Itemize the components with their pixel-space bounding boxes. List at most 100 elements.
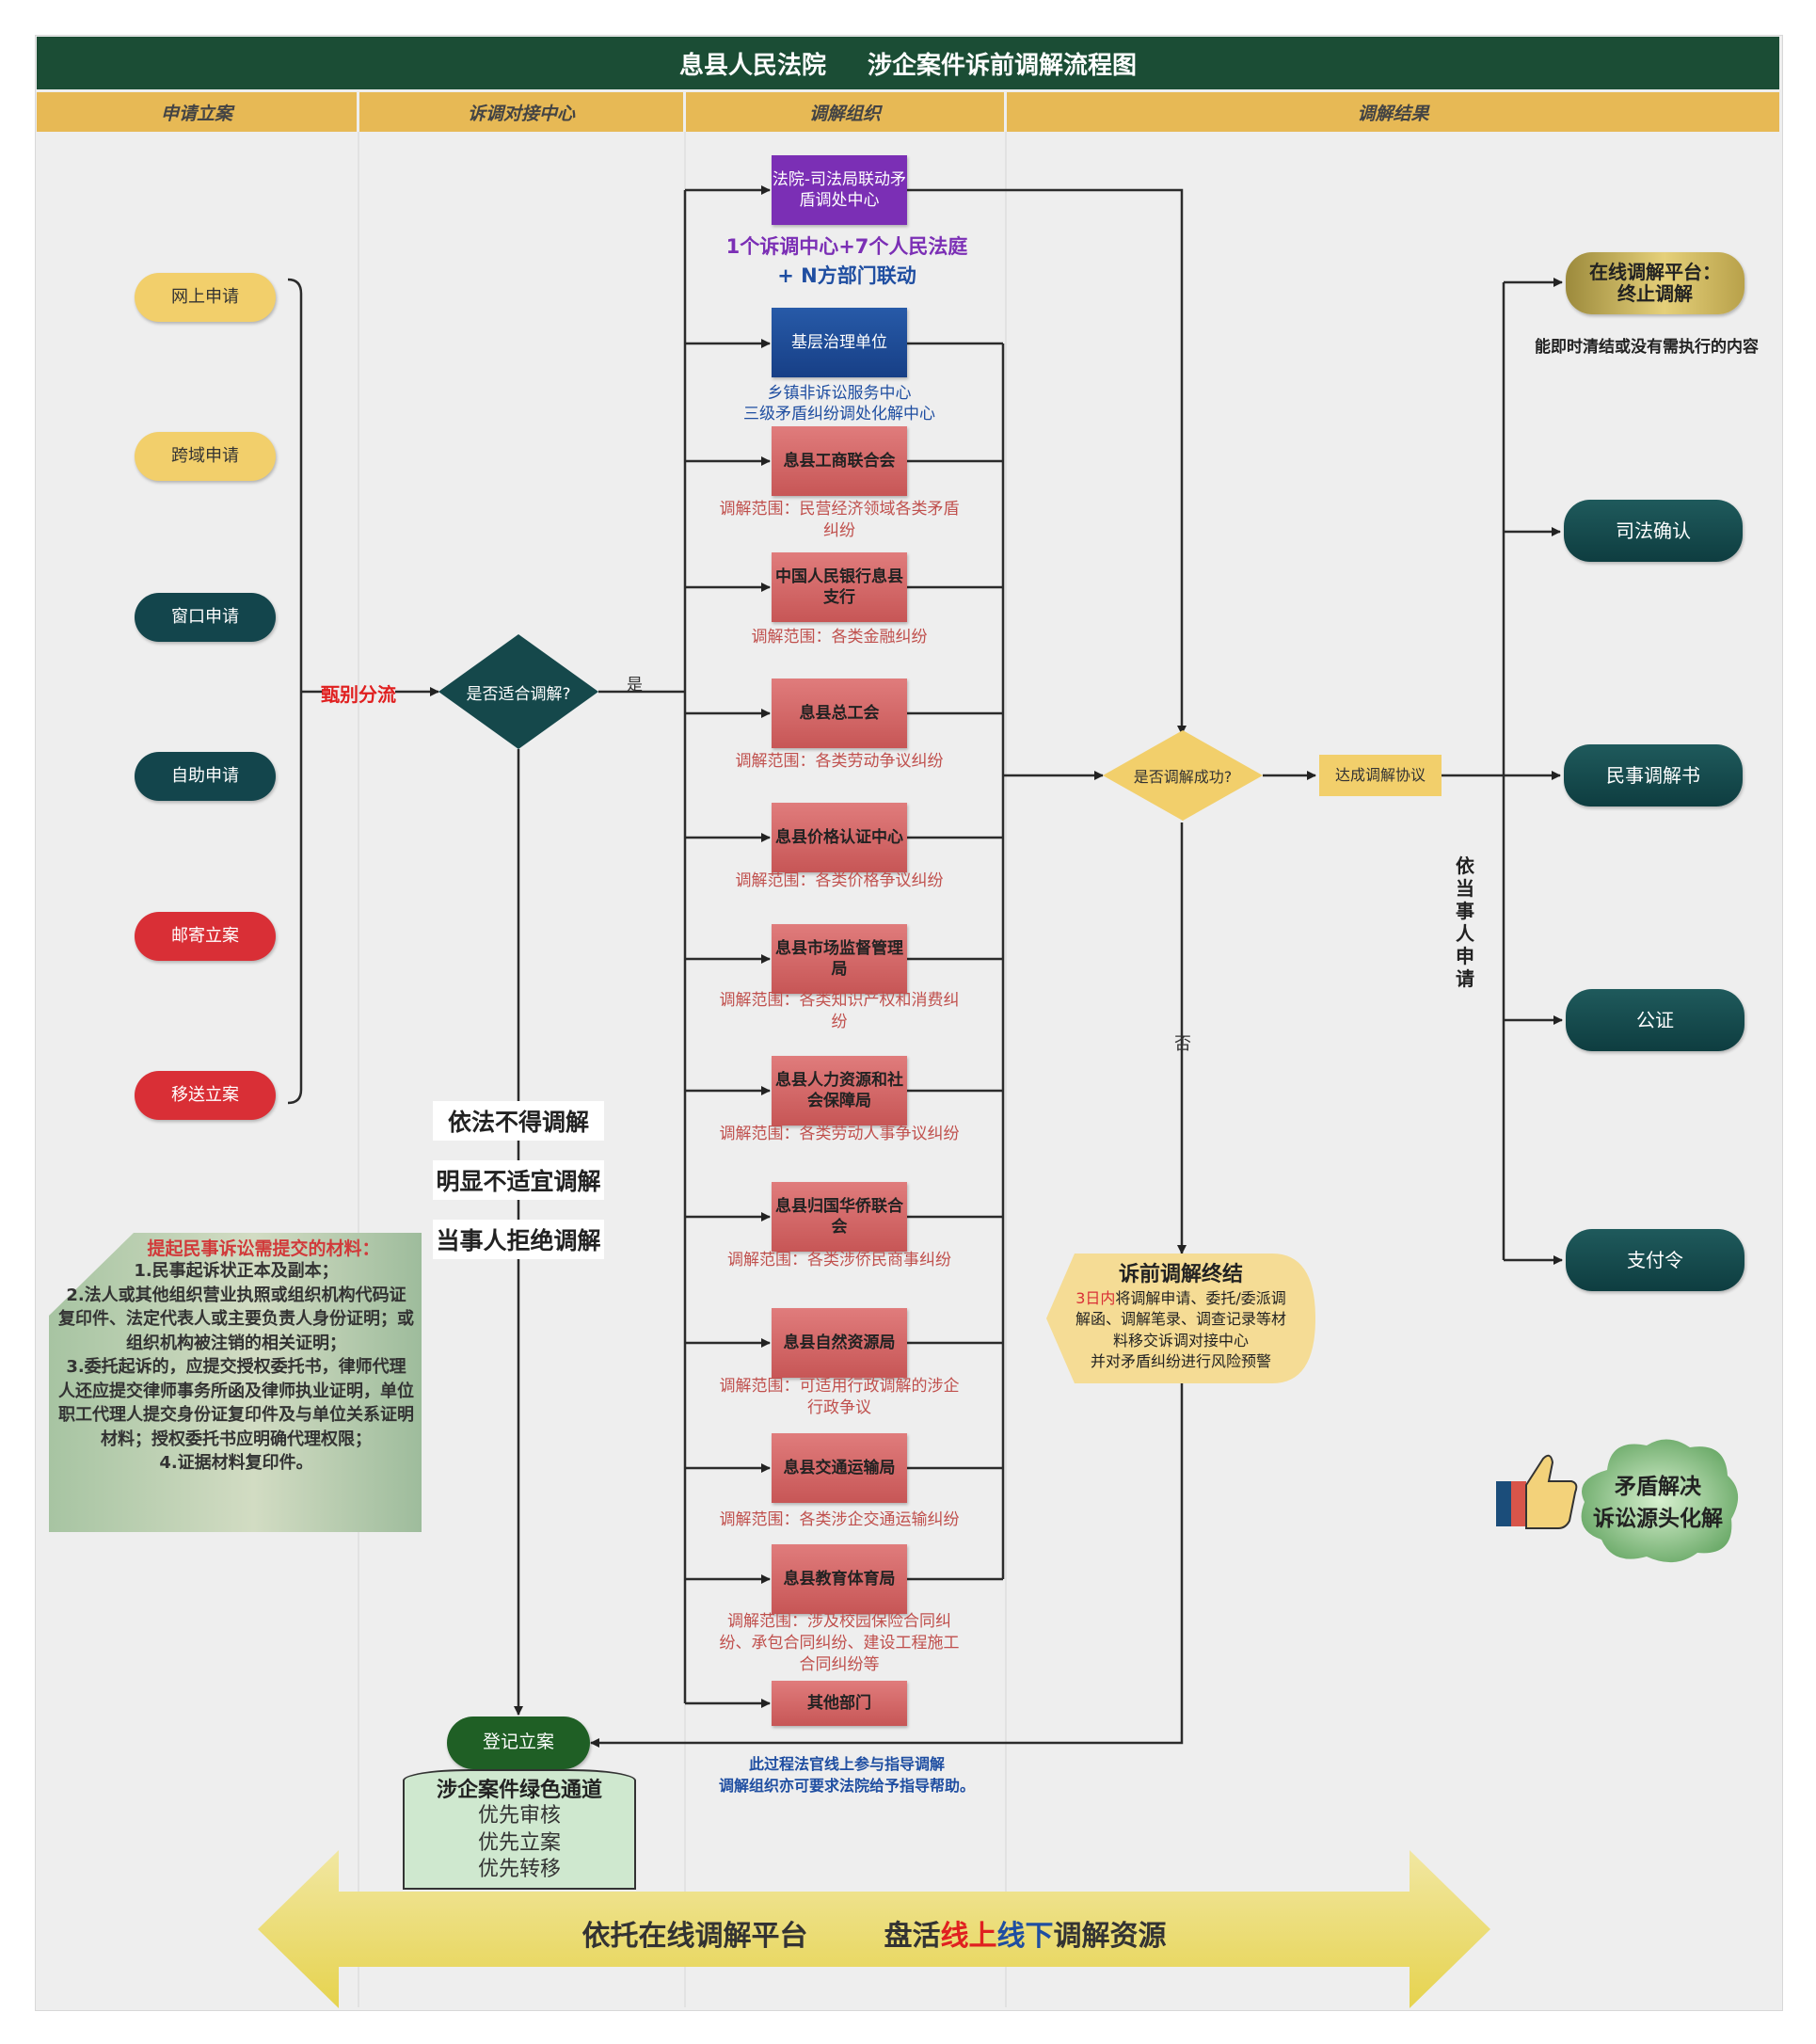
- lane-divider: [1005, 132, 1007, 2007]
- materials-item: 2.法人或其他组织营业执照或组织机构代码证复印件、法定代表人或主要负责人身份证明…: [58, 1285, 414, 1353]
- org-name: 息县总工会: [799, 703, 880, 723]
- diagram-frame: [35, 35, 1783, 2011]
- lane-results: 调解结果: [1007, 92, 1779, 132]
- termination-shape: [1046, 1254, 1315, 1383]
- not-suitable-obvious: 明显不适宜调解: [433, 1160, 604, 1200]
- org-box: 息县教育体育局: [772, 1544, 907, 1614]
- yes-label: 是: [627, 676, 643, 695]
- bottom-text-part1: 依托在线调解平台: [581, 1920, 808, 1953]
- org-scope: 调解范围：各类知识产权和消费纠纷: [719, 991, 960, 1031]
- lane-docking-center: 诉调对接中心: [359, 92, 683, 132]
- org-name: 息县自然资源局: [783, 1333, 896, 1352]
- org-box: 息县工商联合会: [772, 426, 907, 496]
- cloud-line1: 矛盾解决: [1615, 1475, 1701, 1499]
- org-box: 息县价格认证中心: [772, 803, 907, 872]
- application-bracket: [287, 278, 303, 1105]
- org-scope: 调解范围：各类金融纠纷: [751, 628, 928, 647]
- org-name: 息县价格认证中心: [775, 827, 903, 847]
- org-scope: 调解范围：各类涉侨民商事纠纷: [727, 1251, 951, 1270]
- not-suitable-legal: 依法不得调解: [433, 1101, 604, 1141]
- org-box: 息县自然资源局: [772, 1308, 907, 1378]
- cloud-shape: [1581, 1439, 1739, 1563]
- materials-item: 1.民事起诉状正本及副本；: [134, 1261, 339, 1281]
- org-name: 中国人民银行息县支行: [775, 567, 903, 607]
- org-name: 息县归国华侨联合会: [775, 1196, 903, 1237]
- agreement-box: 达成调解协议: [1319, 755, 1442, 796]
- org-name: 息县教育体育局: [783, 1569, 896, 1589]
- party-request-label: 依当事人申请: [1456, 854, 1474, 990]
- court-tagline-1: 1个诉调中心+7个人民法庭: [725, 235, 968, 258]
- lane-divider: [358, 132, 359, 2007]
- apply-transfer: 移送立案: [135, 1071, 276, 1120]
- termination-line2: 解函、调解笔录、调查记录等材: [1075, 1310, 1286, 1329]
- materials-list: 1.民事起诉状正本及副本； 2.法人或其他组织营业执照或组织机构代码证复印件、法…: [58, 1259, 414, 1476]
- org-scope: 调解范围：各类劳动人事争议纠纷: [719, 1125, 960, 1143]
- org-scope: 调解范围：各类劳动争议纠纷: [735, 752, 944, 771]
- lane-mediation-orgs: 调解组织: [686, 92, 1004, 132]
- result-notarization: 公证: [1566, 989, 1744, 1051]
- bottom-text-part2d: 调解资源: [1053, 1920, 1167, 1953]
- org-scope: 调解范围：可适用行政调解的涉企行政争议: [719, 1377, 960, 1417]
- termination-line4: 并对矛盾纠纷进行风险预警: [1090, 1352, 1271, 1371]
- org-scope: 调解范围：民营经济领域各类矛盾纠纷: [719, 500, 960, 540]
- materials-item: 3.委托起诉的，应提交授权委托书，律师代理人还应提交律师事务所函及律师执业证明，…: [58, 1357, 414, 1449]
- bottom-arrow-text: 依托在线调解平台 盘活线上线下调解资源: [258, 1912, 1490, 1954]
- org-name: 息县市场监督管理局: [775, 938, 903, 979]
- result-civil-mediation: 民事调解书: [1564, 744, 1743, 806]
- apply-window: 窗口申请: [135, 593, 276, 642]
- org-name: 息县工商联合会: [783, 451, 896, 471]
- green-channel-item: 优先审核: [477, 1804, 561, 1828]
- grassroots-sub-1: 乡镇非诉讼服务中心: [767, 384, 912, 403]
- no-label: 否: [1174, 1034, 1191, 1054]
- org-box: 息县人力资源和社会保障局: [772, 1056, 907, 1126]
- green-channel-item: 优先立案: [477, 1830, 561, 1855]
- org-box: 其他部门: [772, 1681, 907, 1726]
- cloud-line2: 诉讼源头化解: [1593, 1507, 1723, 1531]
- court-justice-center-box: 法院-司法局联动矛盾调处中心: [772, 155, 907, 225]
- apply-online: 网上申请: [135, 273, 276, 322]
- org-box: 息县交通运输局: [772, 1433, 907, 1503]
- online-platform-line2: 终止调解: [1617, 282, 1693, 305]
- lane-apply: 申请立案: [37, 92, 357, 132]
- judge-note-line1: 此过程法官线上参与指导调解: [748, 1755, 945, 1773]
- green-channel-box: 涉企案件绿色通道 优先审核 优先立案 优先转移: [403, 1769, 636, 1890]
- success-diamond: [1103, 730, 1263, 821]
- online-platform-terminate: 在线调解平台： 终止调解: [1566, 252, 1744, 314]
- result-payment-order: 支付令: [1566, 1229, 1744, 1291]
- result-judicial-confirmation: 司法确认: [1564, 500, 1743, 562]
- termination-body: 3日内将调解申请、委托/委派调 解函、调解笔录、调查记录等材 料移交诉调对接中心…: [1046, 1288, 1315, 1373]
- termination-deadline: 3日内: [1075, 1289, 1116, 1307]
- bottom-text-online: 线上: [940, 1920, 997, 1953]
- org-scope: 调解范围：各类涉企交通运输纠纷: [719, 1510, 960, 1529]
- materials-title: 提起民事诉讼需提交的材料：: [147, 1238, 380, 1259]
- materials-panel-shape: [49, 1233, 422, 1532]
- termination-line1: 将调解申请、委托/委派调: [1115, 1289, 1286, 1307]
- green-channel-item: 优先转移: [477, 1858, 561, 1882]
- materials-item: 4.证据材料复印件。: [159, 1453, 313, 1474]
- success-question: 是否调解成功?: [1133, 768, 1233, 786]
- org-name: 息县人力资源和社会保障局: [775, 1070, 903, 1110]
- org-scope: 调解范围：涉及校园保险合同纠纷、承包合同纠纷、建设工程施工合同纠纷等: [719, 1612, 960, 1674]
- flowchart-name: 涉企案件诉前调解流程图: [868, 51, 1138, 80]
- apply-cross-region: 跨域申请: [135, 432, 276, 481]
- org-box: 息县归国华侨联合会: [772, 1182, 907, 1252]
- court-tagline-2: + N方部门联动: [777, 264, 916, 287]
- bottom-double-arrow: [258, 1850, 1490, 2008]
- not-suitable-refused: 当事人拒绝调解: [433, 1220, 604, 1259]
- judge-note-line2: 调解组织亦可要求法院给予指导帮助。: [718, 1777, 975, 1795]
- online-platform-line1: 在线调解平台：: [1589, 261, 1721, 283]
- org-scope: 调解范围：各类价格争议纠纷: [735, 871, 944, 890]
- register-case: 登记立案: [447, 1717, 590, 1769]
- suitability-question: 是否适合调解?: [466, 684, 571, 704]
- org-box: 息县市场监督管理局: [772, 924, 907, 994]
- grassroots-sub-2: 三级矛盾纠纷调处化解中心: [743, 405, 935, 423]
- apply-self-service: 自助申请: [135, 752, 276, 801]
- green-channel-title: 涉企案件绿色通道: [436, 1779, 602, 1802]
- court-name: 息县人民法院: [678, 51, 826, 80]
- termination-title: 诉前调解终结: [1118, 1263, 1243, 1286]
- org-name: 息县交通运输局: [783, 1458, 896, 1477]
- org-box: 中国人民银行息县支行: [772, 552, 907, 622]
- org-name: 其他部门: [807, 1693, 871, 1713]
- online-platform-note: 能即时清结或没有需执行的内容: [1535, 338, 1759, 357]
